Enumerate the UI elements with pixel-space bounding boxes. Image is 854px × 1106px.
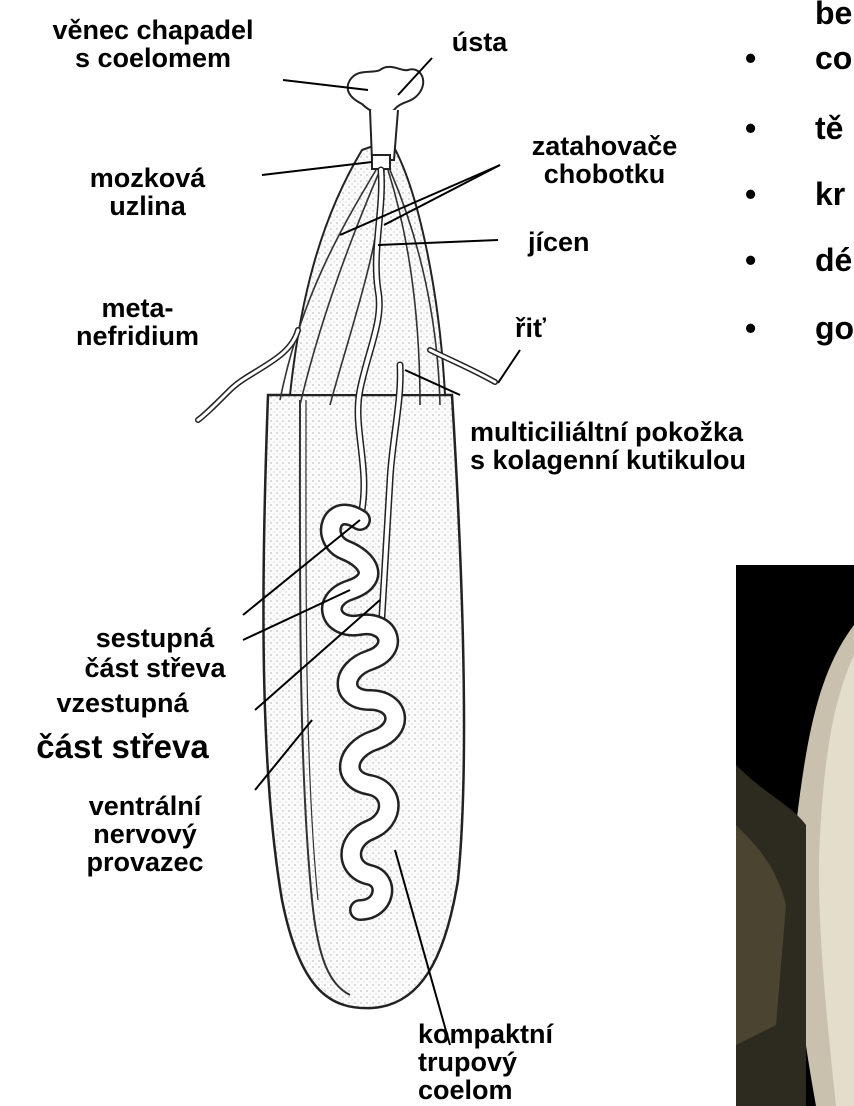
bullet-item: be: [745, 0, 852, 32]
label-descending-gut-2: část střeva: [60, 654, 250, 682]
bullet-item: •dé: [745, 242, 852, 279]
label-coelom: kompaktní trupový coelom: [418, 1020, 553, 1104]
tentacle-crown: [348, 67, 424, 114]
label-epidermis: multiciliáltní pokožka s kolagenní kutik…: [470, 418, 770, 474]
label-ascending-gut-1: vzestupná: [0, 689, 245, 717]
label-retractors: zatahovače chobotku: [512, 132, 697, 188]
label-descending-gut-1: sestupná: [60, 624, 250, 652]
bullet-item: •co: [745, 40, 852, 77]
specimen-photo: [736, 565, 854, 1106]
bullet-item: •tě: [745, 110, 843, 147]
label-ascending-gut-2: část střeva: [0, 730, 245, 764]
label-anus: řiť: [515, 314, 546, 342]
label-esophagus: jícen: [528, 228, 590, 256]
label-tentacles: věnec chapadel s coelomem: [8, 16, 298, 72]
label-ganglion: mozková uzlina: [50, 164, 245, 220]
label-metanephridium: meta- nefridium: [50, 294, 225, 350]
bullet-item: •go: [745, 310, 854, 347]
label-nerve-cord: ventrální nervový provazec: [45, 792, 245, 876]
bullet-item: •kr: [745, 176, 845, 213]
label-mouth: ústa: [432, 28, 527, 56]
